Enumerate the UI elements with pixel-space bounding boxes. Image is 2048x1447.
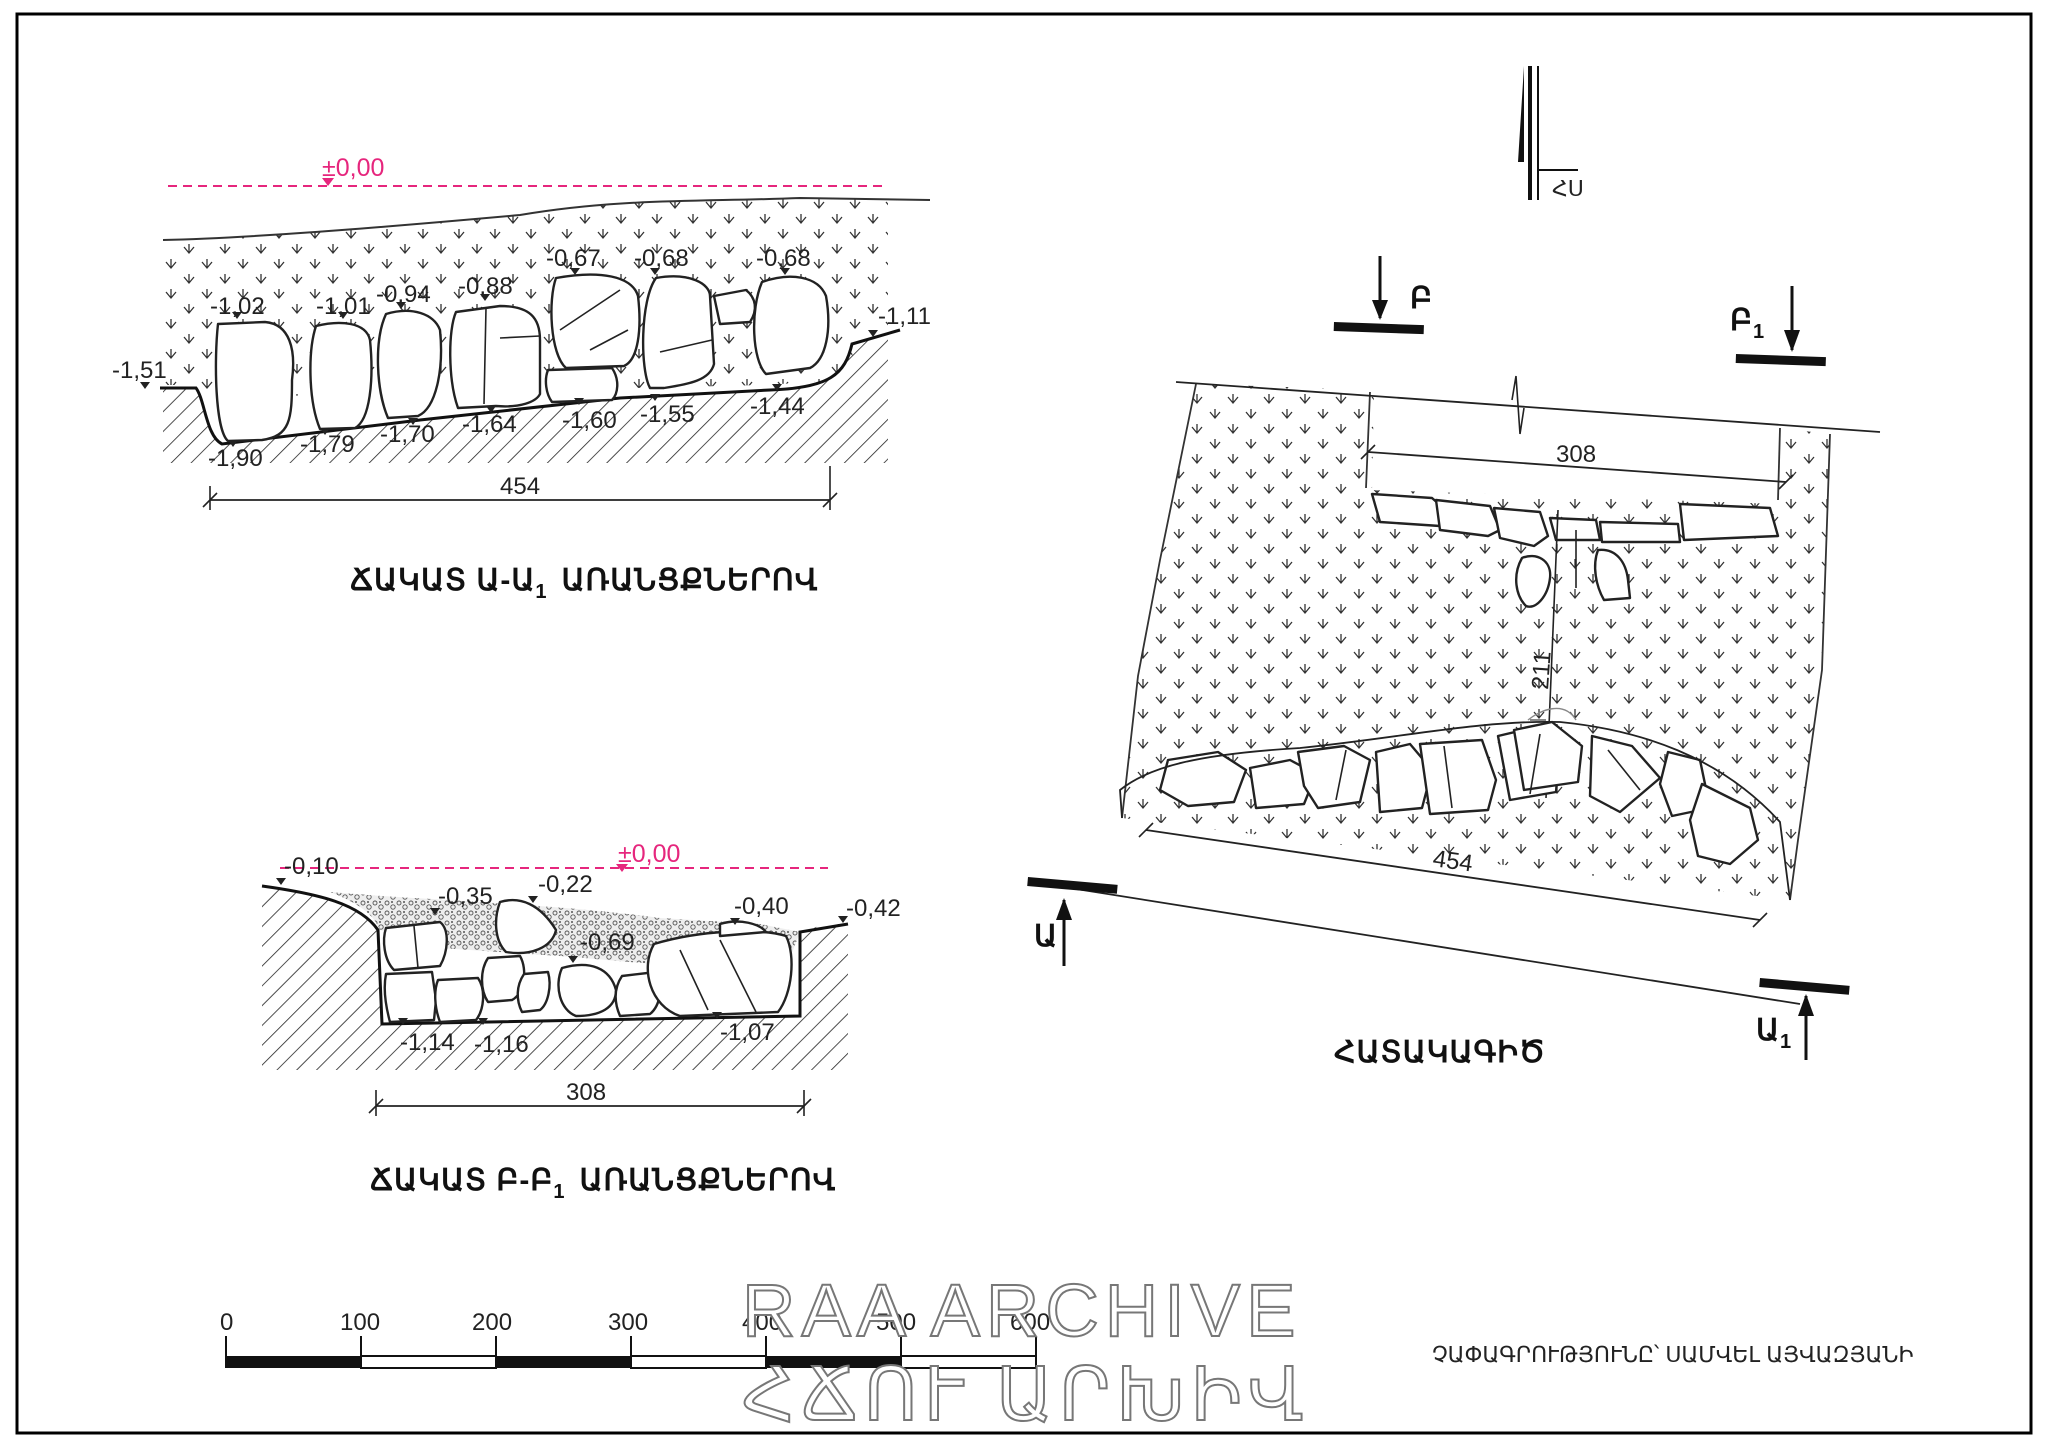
plan-drawing: 308 211 454 bbox=[1027, 256, 1881, 1060]
a-top-mark-2: -1,01 bbox=[316, 293, 371, 320]
a-top-mark-3: -0,94 bbox=[376, 281, 431, 308]
a-bottom-mark-2: -1,79 bbox=[300, 431, 355, 458]
datum-label-b: ±0,00 bbox=[618, 840, 680, 868]
a-edge-left: -1,51 bbox=[112, 357, 167, 384]
plan-label-a1: Ա1 bbox=[1756, 1014, 1792, 1053]
b-mark-6: -0,69 bbox=[580, 929, 635, 956]
a-bottom-mark-7: -1,44 bbox=[750, 393, 805, 420]
a-bottom-mark-1: -1,90 bbox=[208, 445, 263, 472]
scale-tick-100: 100 bbox=[340, 1309, 380, 1336]
north-label: ՀՍ bbox=[1552, 176, 1584, 201]
scale-tick-300: 300 bbox=[608, 1309, 648, 1336]
watermark-line-1: RAA ARCHIVE bbox=[742, 1269, 1302, 1352]
a-width-dimension: 454 bbox=[500, 473, 540, 500]
plan-width-top: 308 bbox=[1556, 441, 1596, 468]
a-bottom-mark-6: -1,55 bbox=[640, 401, 695, 428]
a-edge-right: -1,11 bbox=[878, 303, 931, 330]
b-mark-5: -0,42 bbox=[846, 895, 901, 922]
b-mark-8: -1,16 bbox=[474, 1031, 529, 1058]
plan-label-b1: Բ1 bbox=[1730, 304, 1765, 343]
plan-width-bottom: 454 bbox=[1431, 845, 1474, 877]
plan-label-b: Բ bbox=[1410, 282, 1433, 315]
b-width-dimension: 308 bbox=[566, 1079, 606, 1106]
scale-tick-200: 200 bbox=[472, 1309, 512, 1336]
a-top-mark-6: -0,68 bbox=[634, 245, 689, 272]
a-bottom-mark-3: -1,70 bbox=[380, 421, 435, 448]
b-mark-7: -1,14 bbox=[400, 1029, 455, 1056]
b-mark-4: -0,40 bbox=[734, 893, 789, 920]
a-top-mark-5: -0,67 bbox=[546, 245, 601, 272]
north-arrow: ՀՍ bbox=[1518, 66, 1584, 201]
scale-tick-400: 400 bbox=[742, 1309, 782, 1336]
section-b-drawing: ±0,00 -0,10 -0,35 -0,22 -0,40 -0,42 -0,6… bbox=[261, 840, 901, 1116]
measured-by-credit: ՉԱՓԱԳՐՈՒԹՅՈՒՆԸ՝ ՍԱՄՎԵԼ ԱՅՎԱԶՅԱՆԻ bbox=[1432, 1342, 1914, 1367]
b-mark-2: -0,35 bbox=[438, 883, 493, 910]
a-top-mark-4: -0,88 bbox=[458, 273, 513, 300]
b-mark-1: -0,10 bbox=[284, 853, 339, 880]
sheet-frame bbox=[15, 12, 2033, 1435]
datum-label: ±0,00 bbox=[322, 154, 384, 182]
scale-tick-600: 600 bbox=[1010, 1309, 1050, 1336]
a-bottom-mark-5: -1,60 bbox=[562, 407, 617, 434]
plan-depth: 211 bbox=[1527, 650, 1557, 690]
watermark-line-2: ՀՃՈՒ ԱՐԽԻՎ bbox=[742, 1353, 1309, 1436]
b-mark-3: -0,22 bbox=[538, 871, 593, 898]
scale-tick-0: 0 bbox=[220, 1309, 233, 1336]
scale-bar: 0 100 200 300 400 500 600 bbox=[220, 1309, 1050, 1369]
plan-label-a: Ա bbox=[1034, 920, 1058, 953]
a-bottom-mark-4: -1,64 bbox=[462, 411, 517, 438]
b-mark-9: -1,07 bbox=[720, 1019, 775, 1046]
plan-title: ՀԱՏԱԿԱԳԻԾ bbox=[1334, 1036, 1546, 1069]
scale-tick-500: 500 bbox=[876, 1309, 916, 1336]
a-top-mark-1: -1,02 bbox=[210, 293, 265, 320]
section-a-drawing: ±0,00 -1,02 -1,01 -0,94 bbox=[112, 154, 931, 510]
a-top-mark-7: -0,68 bbox=[756, 245, 811, 272]
